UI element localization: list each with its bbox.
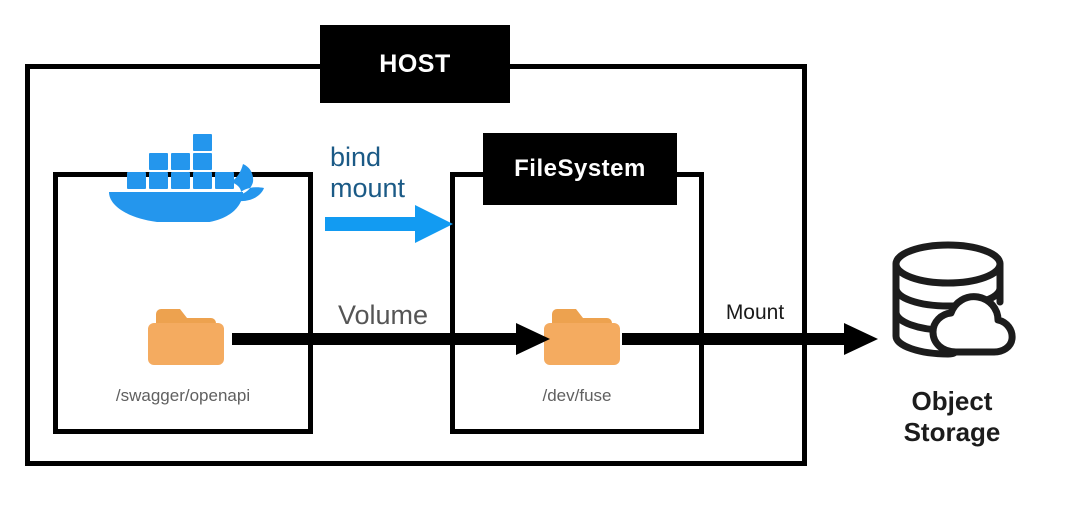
bind-mount-label: bind mount [330,142,406,203]
database-cloud-icon [884,240,1016,362]
host-title-plate: HOST [320,25,510,103]
folder-icon [542,303,622,369]
swagger-path-caption: /swagger/openapi [115,386,251,405]
mount-label: Mount [716,301,794,325]
mount-arrow-icon [622,322,878,356]
folder-icon [146,303,226,369]
filesystem-title-plate: FileSystem [483,133,677,205]
object-storage-label: Object Storage [903,386,1001,447]
volume-arrow-icon [232,322,550,356]
bind-mount-arrow-icon [325,205,453,243]
devfuse-path-caption: /dev/fuse [542,386,612,405]
docker-whale-logo [101,112,276,224]
volume-label: Volume [327,300,439,331]
